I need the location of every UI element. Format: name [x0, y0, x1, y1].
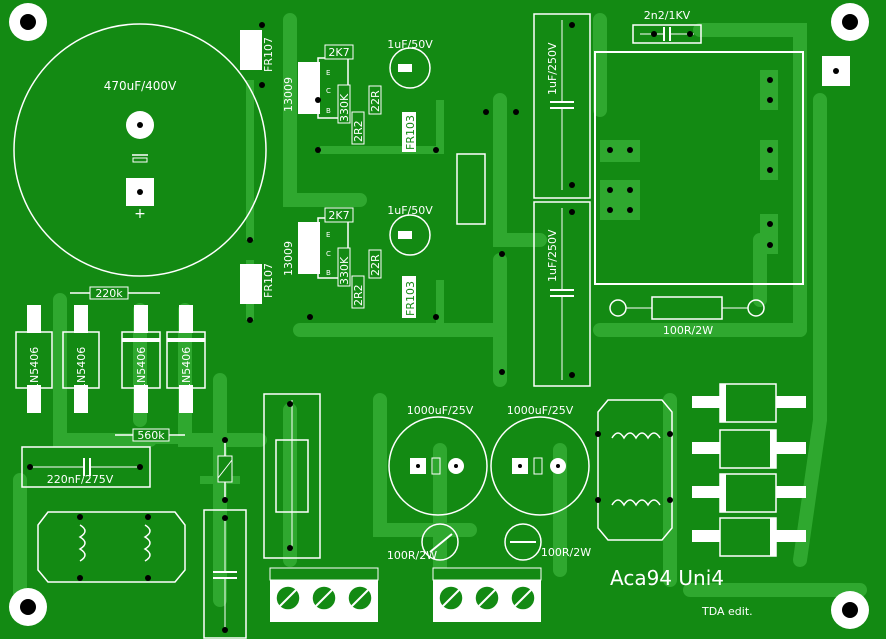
fr107-bottom-body	[240, 264, 262, 304]
fuse-holder	[263, 393, 321, 559]
film-cap-top-label: 1uF/250V	[546, 42, 559, 95]
pin-e-top: E	[326, 69, 330, 77]
board-title: Aca94 Uni4	[610, 566, 724, 590]
fr107-bottom-label: FR107	[262, 263, 275, 298]
fr103-top-label: FR103	[404, 115, 417, 150]
film-cap-bottom: 1uF/250V	[533, 201, 591, 387]
resistor-100r-left-label: 100R/2W	[387, 549, 437, 562]
transistor-bottom-label: 13009	[282, 241, 295, 276]
resistor-560k-label: 560k	[137, 429, 165, 442]
pin-c-top: C	[326, 87, 331, 95]
cap-top-label: 1uF/50V	[387, 38, 433, 51]
fr107-top-label: FR107	[262, 37, 275, 72]
center-component	[456, 153, 486, 225]
top-driver: FR107 13009 B C E 2K7 330K 2R2 22R FR103…	[240, 30, 433, 152]
resistor-100r-right-label: 100R/2W	[541, 546, 591, 559]
diode-2-label: 1N5406	[75, 347, 88, 390]
resistor-100r-right: 100R/2W	[504, 523, 591, 561]
small-resistor-vertical	[217, 440, 233, 500]
film-cap-bottom-label: 1uF/250V	[546, 229, 559, 282]
diode-2: 1N5406	[62, 305, 100, 413]
diode-1-label: 1N5406	[28, 347, 41, 390]
resistor-100r-2w-label: 100R/2W	[663, 324, 713, 337]
bottom-driver: FR107 13009 B C E 2K7 330K 2R2 22R FR103…	[240, 204, 433, 318]
pin-b-top: B	[326, 107, 331, 115]
transformer	[594, 51, 804, 285]
terminal-block-right	[432, 567, 542, 622]
capacitor-220nf-label: 220nF/275V	[47, 473, 114, 486]
resistor-100r-left: 100R/2W	[387, 523, 459, 562]
pin-c-bottom: C	[326, 250, 331, 258]
snubber-cap: 2n2/1KV	[632, 9, 702, 44]
edit-note: TDA edit.	[701, 605, 753, 618]
elco-2: 1000uF/25V	[490, 404, 590, 516]
capacitor-220nf: 220nF/275V	[21, 446, 151, 488]
r22r-top-label: 22R	[369, 90, 382, 112]
snubber-cap-label: 2n2/1KV	[644, 9, 691, 22]
resistor-220k-label: 220k	[95, 287, 123, 300]
output-diodes	[692, 383, 806, 557]
diode-3: 1N5406	[121, 305, 161, 413]
r330k-top-label: 330K	[338, 93, 351, 122]
fr107-top-body	[240, 30, 262, 70]
elco-1: 1000uF/25V	[388, 404, 488, 516]
diode-4: 1N5406	[166, 305, 206, 413]
mounting-holes	[9, 3, 869, 629]
resistor-560k: 560k	[115, 428, 185, 442]
r2k7-top-label: 2K7	[328, 46, 349, 59]
r330k-bottom-label: 330K	[338, 256, 351, 285]
resistor-100r-2w: 100R/2W	[609, 296, 765, 337]
r22r-bottom-label: 22R	[369, 254, 382, 276]
diode-4-label: 1N5406	[180, 347, 193, 390]
svg-text:+: +	[134, 206, 146, 222]
r2r2-top-label: 2R2	[352, 120, 365, 142]
vias	[27, 22, 773, 633]
main-capacitor: + 470uF/400V	[13, 23, 267, 277]
capacitor-tall-left	[203, 509, 247, 639]
pin-b-bottom: B	[326, 269, 331, 277]
elco-1-label: 1000uF/25V	[407, 404, 474, 417]
fr103-bottom-label: FR103	[404, 281, 417, 316]
transistor-top-label: 13009	[282, 77, 295, 112]
pin-e-bottom: E	[326, 231, 330, 239]
choke-left	[37, 511, 186, 583]
diode-3-label: 1N5406	[135, 347, 148, 390]
elco-2-label: 1000uF/25V	[507, 404, 574, 417]
terminal-block-left	[269, 567, 379, 622]
main-capacitor-label: 470uF/400V	[104, 79, 177, 93]
r2r2-bottom-label: 2R2	[352, 284, 365, 306]
diode-1: 1N5406	[15, 305, 53, 413]
resistor-220k: 220k	[70, 286, 160, 300]
r2k7-bottom-label: 2K7	[328, 209, 349, 222]
film-cap-top: 1uF/250V	[533, 13, 591, 199]
choke-right	[597, 399, 673, 541]
cap-bottom-label: 1uF/50V	[387, 204, 433, 217]
copper-traces	[13, 13, 867, 607]
